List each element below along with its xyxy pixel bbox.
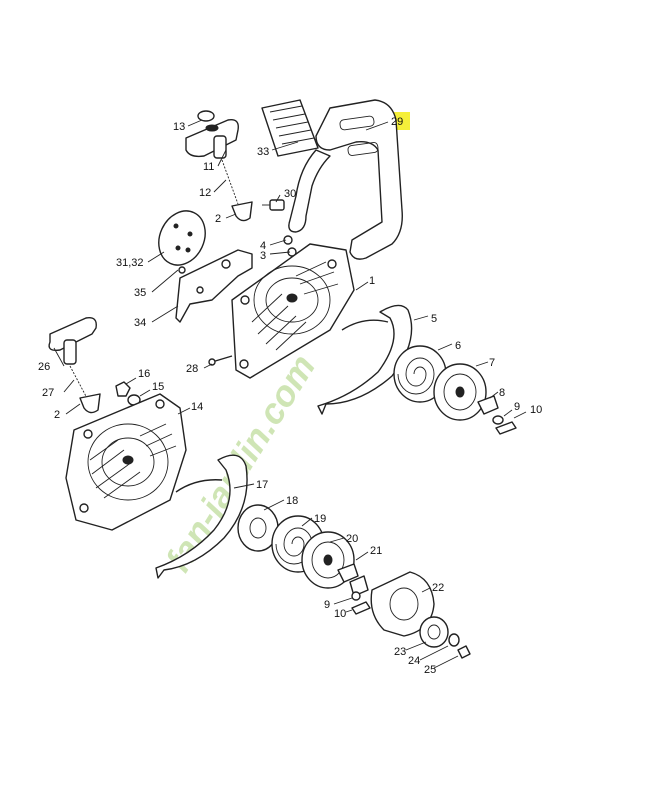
part-label-1: 1 <box>369 275 375 287</box>
part-label-26: 26 <box>38 361 50 373</box>
part-label-27: 27 <box>42 387 54 399</box>
part-label-35: 35 <box>134 287 146 299</box>
part-label-24: 24 <box>408 655 420 667</box>
part-label-4: 4 <box>260 240 266 252</box>
part-label-2-upper: 2 <box>215 213 221 225</box>
lower-fan-housing-drawing <box>65 393 187 531</box>
part-labels: 29 13 33 11 12 30 2 4 3 31,32 35 1 34 5 … <box>38 116 542 676</box>
part-label-30: 30 <box>284 188 296 200</box>
lower-starter-handle-drawing <box>48 317 101 414</box>
part-label-20: 20 <box>346 533 358 545</box>
part-label-16: 16 <box>138 368 150 380</box>
part-label-6: 6 <box>455 340 461 352</box>
upper-rewind-group-drawing <box>317 304 517 435</box>
part-label-33: 33 <box>257 146 269 158</box>
upper-starter-handle-drawing <box>185 110 285 222</box>
part-label-5: 5 <box>431 313 437 325</box>
part-label-10-upper: 10 <box>530 404 542 416</box>
part-label-28: 28 <box>186 363 198 375</box>
part-label-31-32: 31,32 <box>116 257 144 269</box>
part-label-17: 17 <box>256 479 268 491</box>
part-label-8: 8 <box>499 387 505 399</box>
lower-rewind-group-drawing <box>155 454 471 659</box>
part-label-9-upper: 9 <box>514 401 520 413</box>
part-label-21: 21 <box>370 545 382 557</box>
cover-plate-drawing <box>158 210 297 323</box>
part-label-12: 12 <box>199 187 211 199</box>
part-label-11: 11 <box>203 161 214 173</box>
part-label-2-lower: 2 <box>54 409 60 421</box>
part-label-14: 14 <box>191 401 203 413</box>
decal-drawing <box>261 99 319 157</box>
part-label-23: 23 <box>394 646 406 658</box>
part-label-22: 22 <box>432 582 444 594</box>
part-label-10-lower: 10 <box>334 608 346 620</box>
part-label-15: 15 <box>152 381 164 393</box>
nuts-drawing <box>115 381 141 406</box>
part-label-29: 29 <box>391 116 403 128</box>
part-label-3: 3 <box>260 250 266 262</box>
upper-fan-housing-drawing <box>208 243 355 379</box>
part-label-34: 34 <box>134 317 146 329</box>
part-label-25: 25 <box>424 664 436 676</box>
hand-guard-drawing <box>288 99 403 260</box>
part-label-13: 13 <box>173 121 185 133</box>
part-label-9-lower: 9 <box>324 599 330 611</box>
part-label-18: 18 <box>286 495 298 507</box>
part-label-7: 7 <box>489 357 495 369</box>
leader-lines <box>53 119 527 669</box>
part-label-19: 19 <box>314 513 326 525</box>
